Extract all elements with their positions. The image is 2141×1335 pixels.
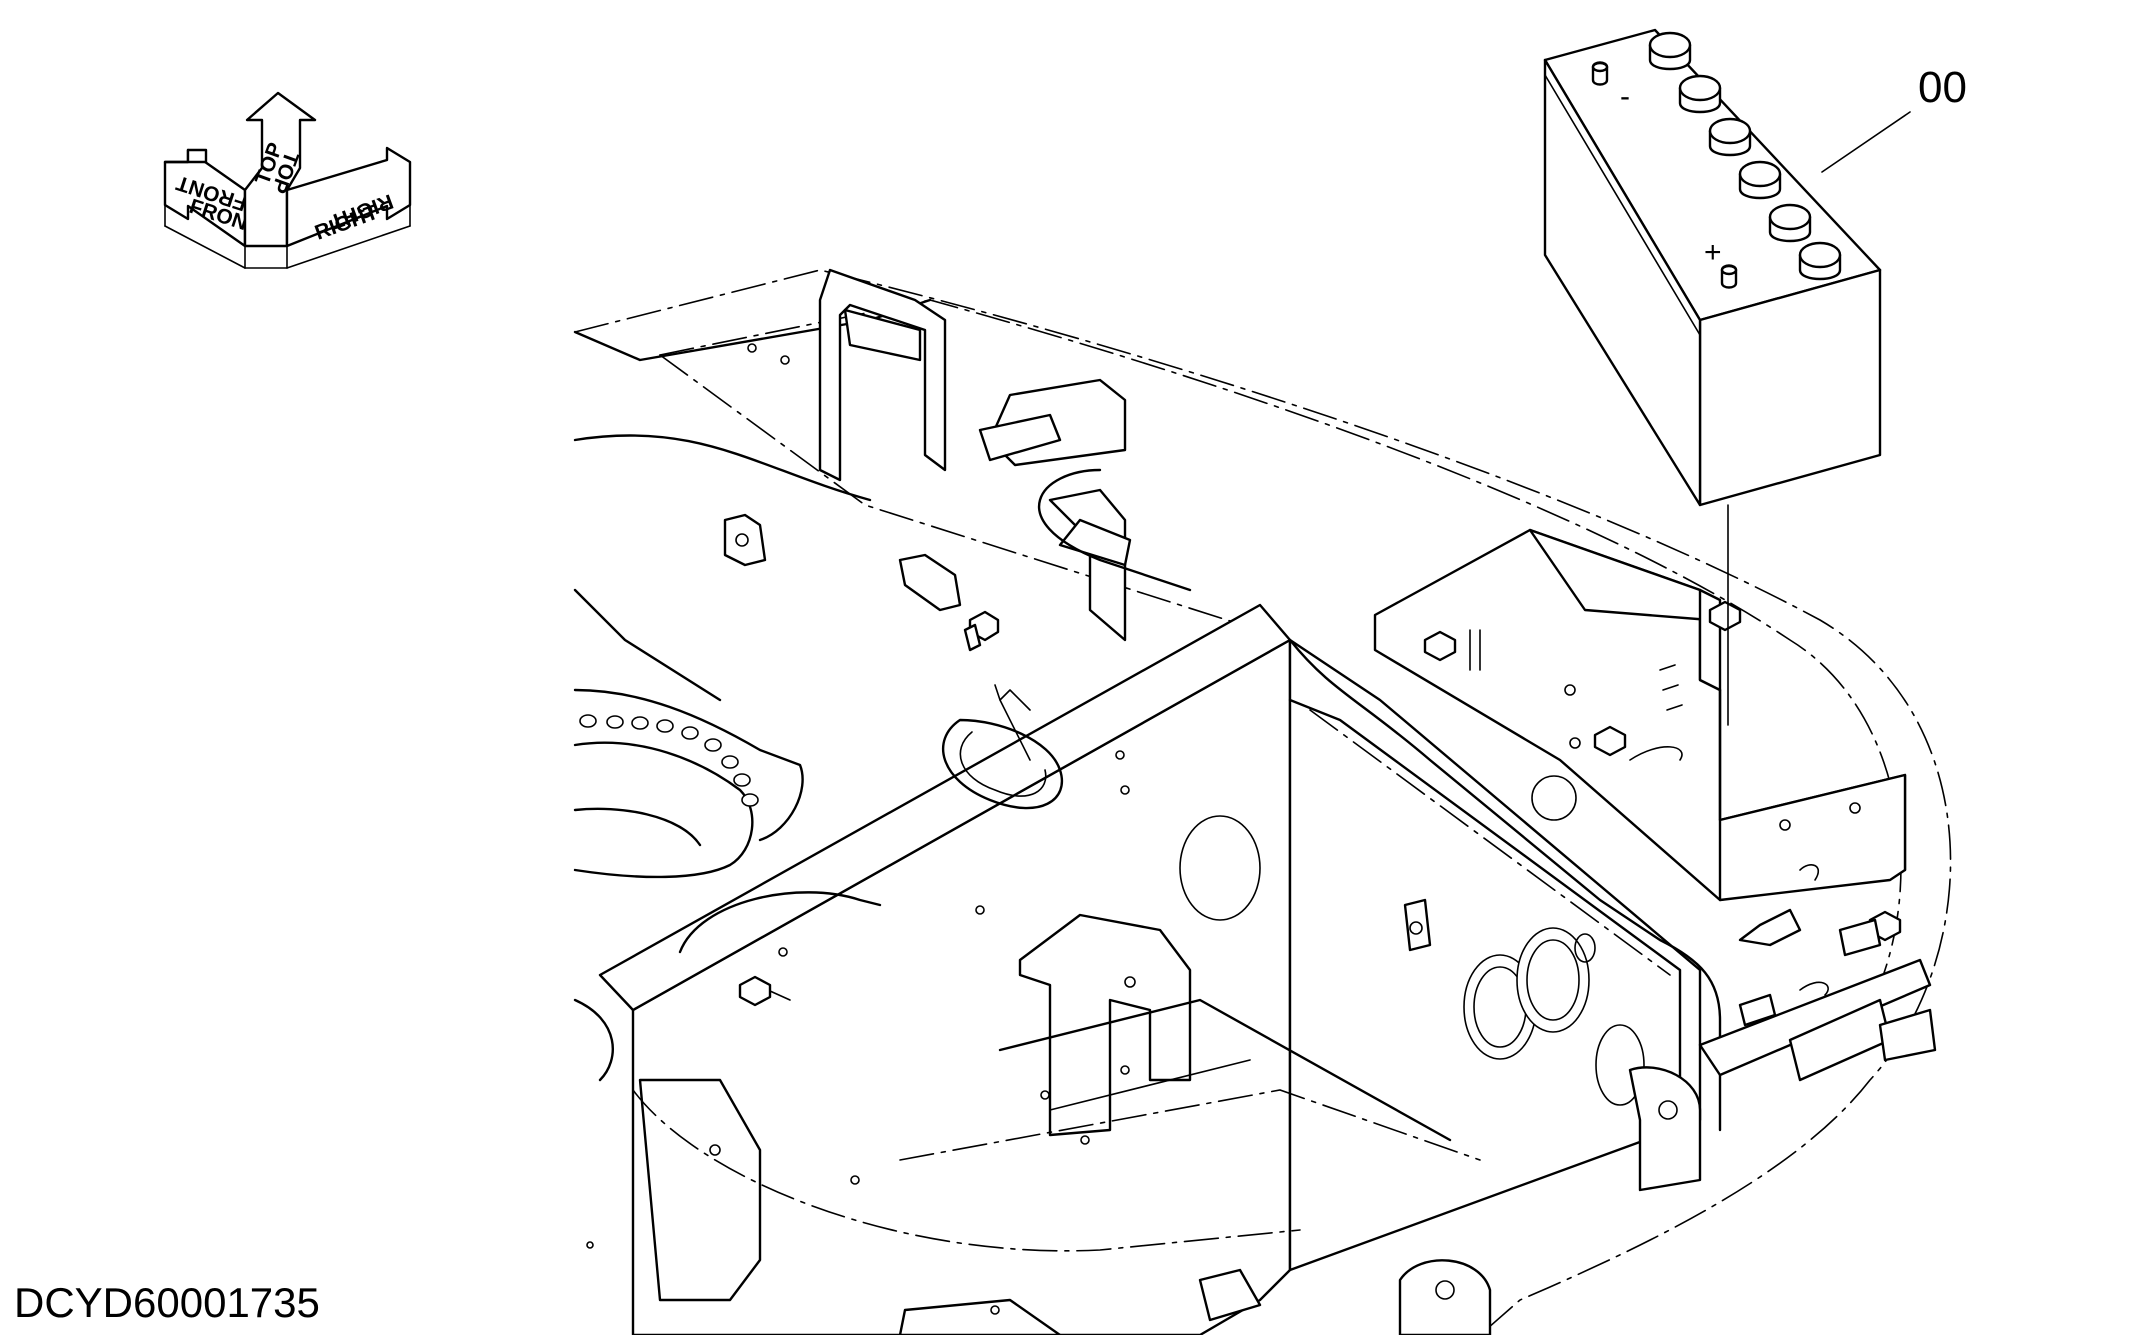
center-mount-bracket [1018,913,1192,1137]
deck-brackets [723,343,1000,1007]
swing-bearing [573,688,882,1082]
front-bracket [818,268,1132,642]
document-id: DCYD60001735 [14,1279,320,1326]
inner-cover-outline [659,299,1902,1041]
part-callout-number: 00 [1918,63,1967,112]
right-rear-parts [1698,908,1937,1082]
outer-cover-outline [574,269,1952,1335]
battery-terminal-negative: - [1591,61,1630,113]
upper-frame [573,268,1952,1335]
orientation-indicator: FRONT FRONT TOP TOP RIGHT RIGHT [163,91,412,269]
pin-bosses [638,1066,1702,1335]
seal-ring-2 [1516,927,1590,1033]
hose-clamp [942,684,1063,810]
positive-mark: + [1704,236,1722,269]
battery-cell-caps [1648,31,1842,281]
bearing-bolt-holes [579,714,759,807]
beam-hole [1179,815,1261,921]
battery: - + 00 [1543,28,1967,726]
rubber-stop [1878,1008,1937,1062]
battery-tray [1373,528,1907,942]
callout-leader [1821,111,1911,173]
battery-side-face [1543,58,1702,507]
negative-mark: - [1620,80,1630,113]
battery-terminal-positive: + [1704,236,1738,289]
left-deck-dash [659,354,1291,641]
